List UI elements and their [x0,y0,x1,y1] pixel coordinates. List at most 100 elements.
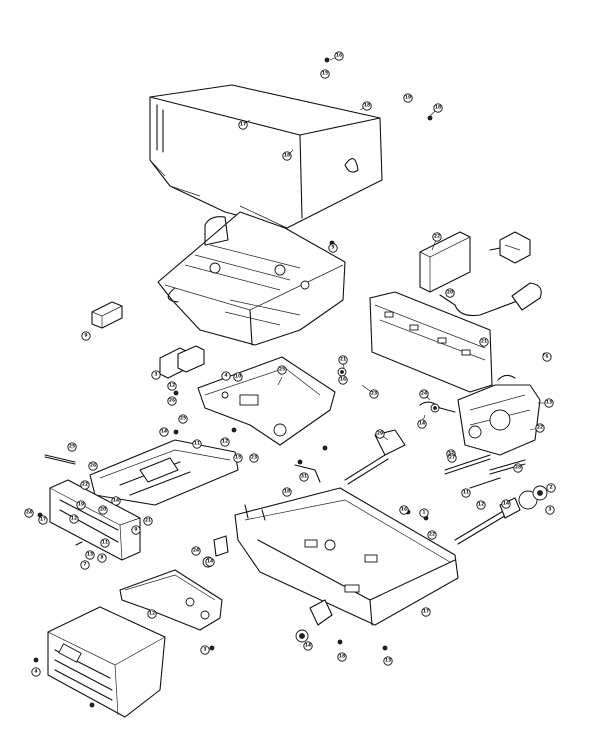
callout-circle [362,101,372,111]
foam-pads [91,301,205,379]
part-callout: 24 [24,508,34,518]
part-callout: 24 [191,546,201,556]
callout-label: 20 [100,507,106,513]
part-callout: 11 [100,538,110,548]
callout-circle [545,505,555,515]
part-callout: 26 [88,461,98,471]
part-callout: 12 [147,609,157,619]
callout-circle [399,505,409,515]
part-callout: 31 [299,472,309,482]
callout-circle [111,496,121,506]
levers [213,401,526,626]
callout-circle [338,375,348,385]
part-callout: 23 [249,453,259,463]
callout-label: 18 [364,103,370,109]
callout-label: 21 [340,357,346,363]
part-callout: 9 [131,525,141,535]
callout-label: 14 [503,501,509,507]
part-callout: 14 [159,427,169,437]
part-callout: 20 [445,288,455,298]
callout-label: 3 [154,372,157,378]
callout-circle [299,472,309,482]
callout-label: 14 [113,498,119,504]
callout-label: 18 [339,654,345,660]
part-callout: 28 [513,463,523,473]
callout-label: 18 [284,489,290,495]
callout-label: 22 [429,532,435,538]
part-callout: 12 [167,381,177,391]
callout-label: 26 [169,398,175,404]
callout-circle [238,120,248,130]
part-callout: 27 [447,453,457,463]
callout-circle [369,389,379,399]
callout-circle [200,645,210,655]
part-callout: 18 [362,101,372,111]
part-callout: 12 [476,500,486,510]
callout-label: 11 [102,540,108,546]
callout-label: 12 [71,516,77,522]
callout-circle [167,396,177,406]
callout-circle [433,103,443,113]
middle-bracket [197,356,336,446]
part-callout: 11 [461,488,471,498]
callout-circle [131,525,141,535]
callout-label: 20 [447,290,453,296]
callout-label: 16 [336,53,342,59]
part-callout: 3 [151,370,161,380]
part-callout: 25 [178,414,188,424]
callout-label: 4 [34,669,37,675]
callout-label: 25 [180,416,186,422]
callout-label: 13 [385,658,391,664]
part-callout: 11 [192,439,202,449]
callout-label: 16 [401,507,407,513]
callout-circle [233,453,243,463]
tape-mechanism [157,211,346,346]
part-callout: 24 [419,389,429,399]
part-callout: 14 [501,499,511,509]
callout-circle [383,656,393,666]
callout-label: 13 [87,552,93,558]
callout-circle [513,463,523,473]
bottom-chassis [234,487,459,626]
callout-label: 15 [322,71,328,77]
callout-circle [432,232,442,242]
part-callout: 22 [427,530,437,540]
part-callout: 13 [383,656,393,666]
callout-label: 27 [449,455,455,461]
callout-label: 4 [224,373,227,379]
callout-circle [233,372,243,382]
callout-circle [375,429,385,439]
part-callout: 18 [282,151,292,161]
part-callout: 15 [320,69,330,79]
part-callout: 22 [80,480,90,490]
callout-circle [535,423,545,433]
callout-circle [337,652,347,662]
part-callout: 25 [277,365,287,375]
callout-label: 17 [240,122,246,128]
part-callout: 14 [417,419,427,429]
part-callout: 29 [375,429,385,439]
part-callout: 21 [143,516,153,526]
part-callout: 3 [200,645,210,655]
callout-label: 9 [134,527,137,533]
part-callout: 18 [433,103,443,113]
part-callout: 16 [399,505,409,515]
callout-circle [277,365,287,375]
callout-label: 15 [235,455,241,461]
callout-circle [476,500,486,510]
callout-label: 18 [284,153,290,159]
callout-label: 14 [207,559,213,565]
callout-label: 11 [463,490,469,496]
callout-circle [542,352,552,362]
top-cover [149,84,383,229]
callout-label: 10 [235,374,241,380]
callout-label: 26 [90,463,96,469]
callout-circle [98,505,108,515]
part-callout: 26 [167,396,177,406]
callout-circle [80,480,90,490]
bottom-case [47,606,166,718]
callout-label: 13 [546,400,552,406]
part-callout: 1 [419,508,429,518]
callout-circle [192,439,202,449]
